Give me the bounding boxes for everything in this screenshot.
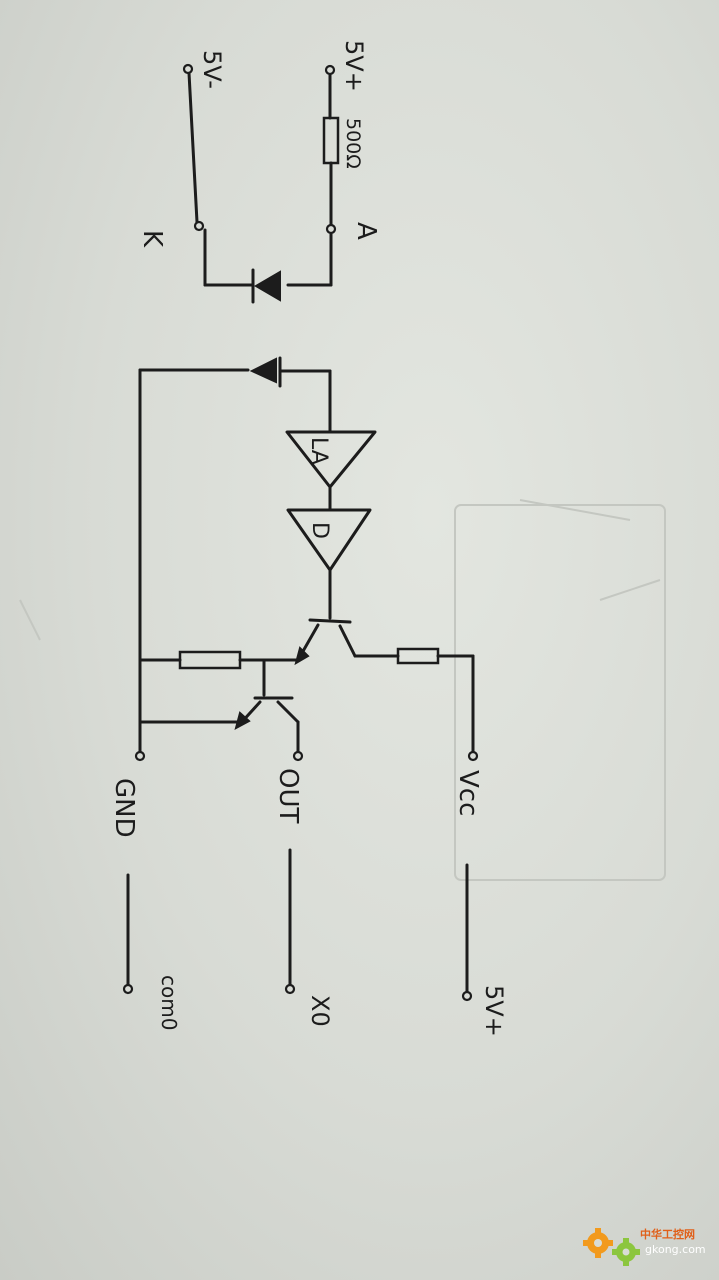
gear-orange-icon: [583, 1228, 613, 1258]
label-out: OUT: [273, 768, 303, 823]
label-vcc: Vcc: [453, 770, 483, 816]
terminal-a: [325, 223, 337, 235]
watermark-brand: 中华工控网: [640, 1227, 695, 1241]
terminal-5v-plus: [324, 64, 336, 76]
terminal-com0: [122, 983, 134, 995]
input-resistor: [322, 116, 340, 165]
labels: 5V+ 500Ω A 5V- K LA D GND OUT Vcc com0 X…: [109, 40, 508, 1037]
label-5v-supply: 5V+: [480, 985, 508, 1037]
terminal-5v-minus: [182, 63, 194, 75]
label-amp-d: D: [307, 522, 332, 539]
terminal-vcc: [467, 750, 479, 762]
label-amp-la: LA: [306, 437, 331, 465]
terminal-gnd: [134, 750, 146, 762]
input-section: [182, 63, 340, 304]
ghost-marks: [19, 499, 666, 881]
photo-diode: [249, 357, 277, 384]
input-diode: [254, 270, 281, 302]
watermark-site: gkong.com: [645, 1243, 706, 1256]
external-connections: [122, 848, 473, 1002]
receiver-section: [134, 356, 479, 762]
label-resistor: 500Ω: [342, 118, 364, 169]
label-5v-plus: 5V+: [340, 40, 368, 92]
terminal-x0: [284, 983, 296, 995]
amplifier-d: [286, 508, 372, 572]
terminal-out: [292, 750, 304, 762]
label-gnd: GND: [109, 778, 139, 838]
label-x0: X0: [306, 995, 334, 1027]
label-com0: com0: [157, 975, 181, 1030]
label-cathode: K: [137, 230, 167, 248]
terminal-k: [193, 220, 205, 232]
transistor-1-base: [308, 618, 352, 624]
emitter-resistor: [178, 650, 242, 670]
amplifier-la: [285, 430, 377, 489]
label-anode: A: [351, 222, 381, 240]
collector-resistor: [396, 647, 440, 665]
gear-green-icon: [612, 1238, 640, 1266]
label-5v-minus: 5V-: [198, 50, 226, 89]
gkong-watermark: 中华工控网 gkong.com: [583, 1227, 706, 1266]
terminal-5v-supply: [461, 990, 473, 1002]
